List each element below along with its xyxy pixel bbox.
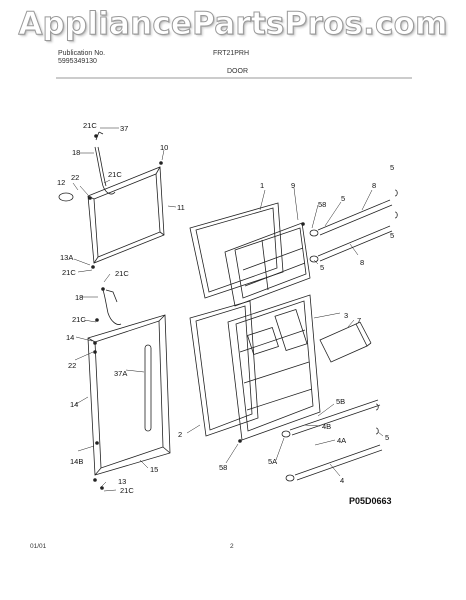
screws — [88, 134, 305, 490]
callout-9: 9 — [291, 181, 295, 190]
freezer-door-liner-9 — [224, 222, 311, 307]
callout-14-top: 14 — [66, 333, 74, 342]
callout-14-mid: 14 — [70, 400, 78, 409]
fresh-food-door-panel — [87, 314, 171, 476]
callout-21c-left: 21C — [62, 268, 76, 277]
freezer-door-panel — [87, 166, 165, 264]
watermark-logo: AppliancePartsPros.com — [18, 6, 448, 43]
diagram-code: P05D0663 — [349, 496, 392, 506]
callout-7: 7 — [357, 316, 361, 325]
callout-8-top: 8 — [372, 181, 376, 190]
callout-21c-right: 21C — [115, 269, 129, 278]
callout-37a: 37A — [114, 369, 127, 378]
dairy-door-7 — [319, 321, 372, 363]
footer-page: 2 — [230, 543, 234, 550]
fresh-food-gasket-2 — [189, 300, 259, 437]
callout-37: 37 — [120, 124, 128, 133]
freezer-gasket-1 — [189, 202, 284, 299]
callout-21c-bottom: 21C — [120, 486, 134, 495]
callout-2: 2 — [178, 430, 182, 439]
callout-21c-top: 21C — [83, 121, 97, 130]
lower-shelf-bars-4 — [289, 399, 383, 481]
leader-lines — [72, 127, 384, 492]
model-number: FRT21PRH — [213, 50, 250, 57]
callout-labels: 21C 37 18 10 22 21C 12 11 13A 21C 21C 18… — [57, 121, 394, 506]
callout-4: 4 — [340, 476, 344, 485]
fresh-food-door-liner-3 — [227, 294, 321, 441]
callout-13a: 13A — [60, 253, 73, 262]
callout-3: 3 — [344, 311, 348, 320]
callout-14b: 14B — [70, 457, 83, 466]
publication-label: Publication No. — [58, 50, 106, 57]
publication-number: 5995349130 — [58, 58, 97, 65]
callout-5-right: 5 — [390, 231, 394, 240]
callout-21c-mid: 21C — [108, 170, 122, 179]
footer-date: 01/01 — [30, 543, 47, 550]
callout-5-corner: 5 — [390, 163, 394, 172]
door-handle-37a — [144, 344, 152, 432]
callout-5-bottom: 5 — [385, 433, 389, 442]
upper-shelf-bars-8 — [317, 199, 393, 262]
bar-clips-5 — [281, 189, 398, 482]
callout-11: 11 — [177, 203, 185, 212]
callout-5-mid: 5 — [320, 263, 324, 272]
callout-8-lower: 8 — [360, 258, 364, 267]
callout-58-top: 58 — [318, 200, 326, 209]
wire-harness-18-lower — [102, 289, 122, 325]
callout-13: 13 — [118, 477, 126, 486]
callout-4a: 4A — [337, 436, 346, 445]
hinge-bushing-12 — [58, 192, 74, 202]
callout-12: 12 — [57, 178, 65, 187]
callout-5b: 5B — [336, 397, 345, 406]
callout-22-top: 22 — [71, 173, 79, 182]
section-title: DOOR — [227, 68, 248, 75]
callout-4b: 4B — [322, 422, 331, 431]
wire-harness-18-top — [94, 146, 116, 195]
callout-21c-lower: 21C — [72, 315, 86, 324]
callout-10: 10 — [160, 143, 168, 152]
callout-5a: 5A — [268, 457, 277, 466]
callout-18-top: 18 — [72, 148, 80, 157]
callout-15: 15 — [150, 465, 158, 474]
callout-18-lower: 18 — [75, 293, 83, 302]
callout-58-bottom: 58 — [219, 463, 227, 472]
callout-5-top: 5 — [341, 194, 345, 203]
callout-22-lower: 22 — [68, 361, 76, 370]
callout-1: 1 — [260, 181, 264, 190]
